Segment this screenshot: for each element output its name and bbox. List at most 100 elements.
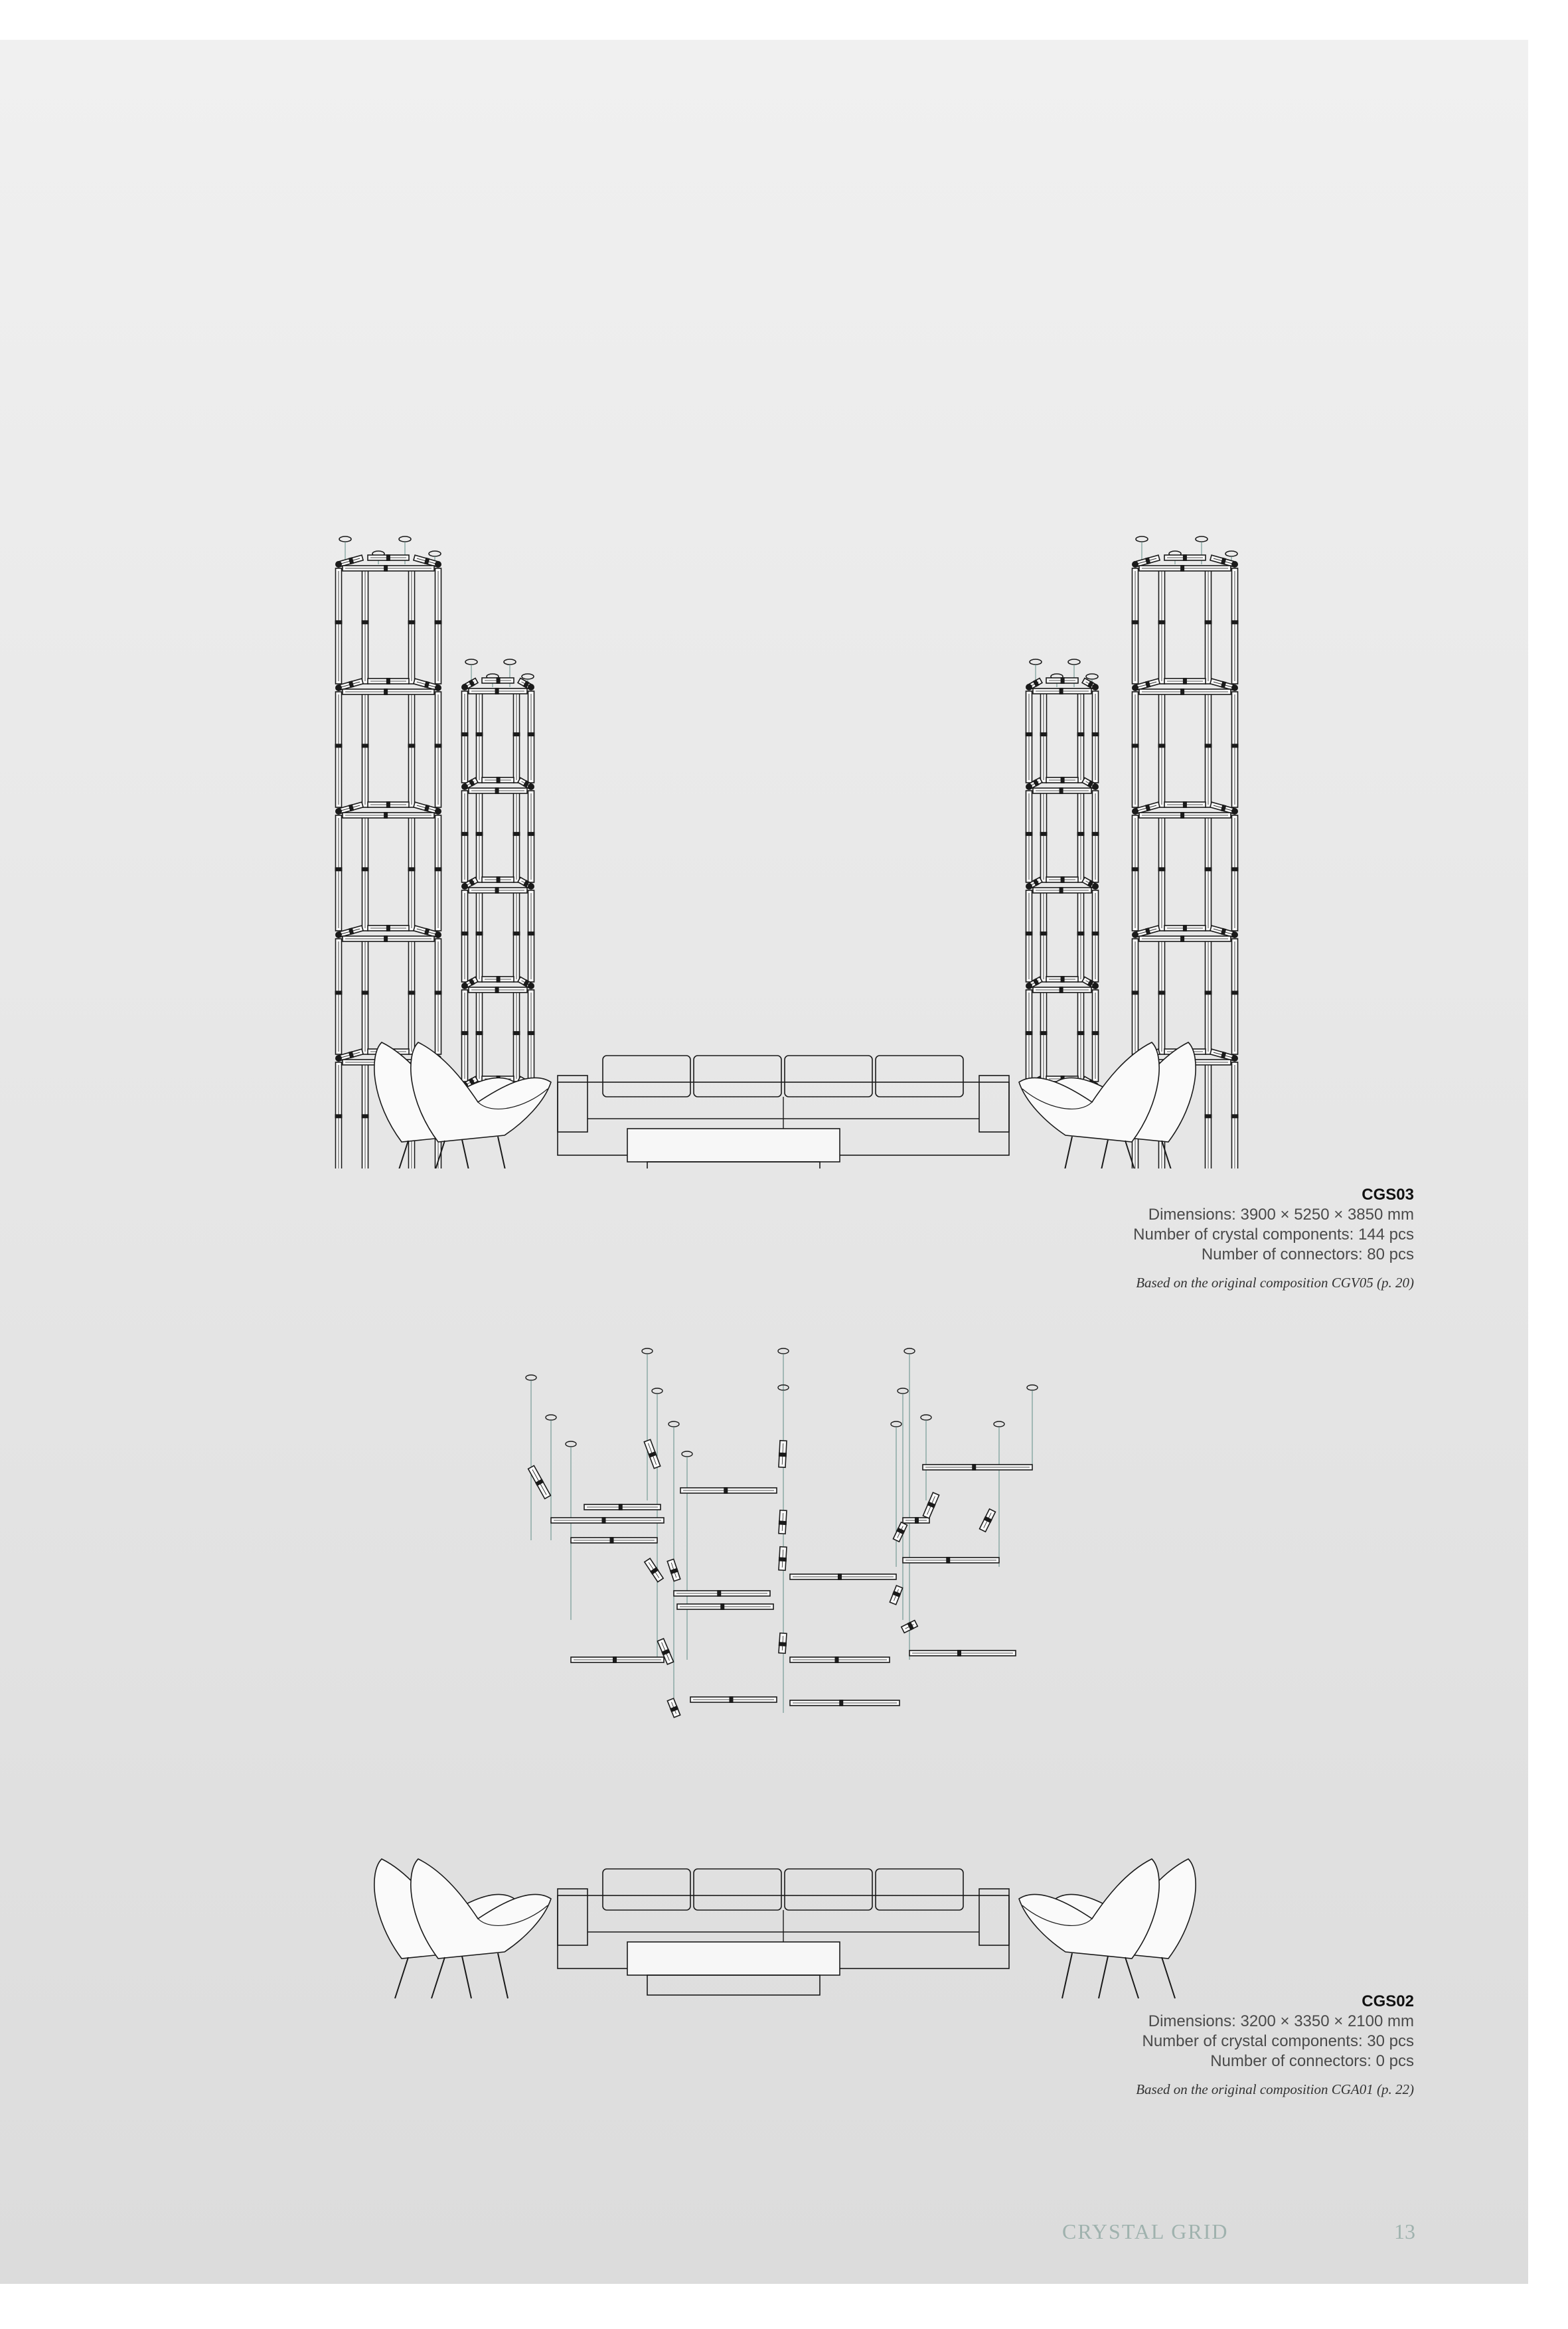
sofa-cushion [784,1868,873,1911]
ceiling-mount [565,1441,577,1447]
crystal-tube [1231,1062,1239,1168]
ceiling-mount [1026,1384,1038,1391]
sofa-illustration [557,1868,1010,1969]
footer-title: CRYSTAL GRID [1062,2219,1229,2243]
ceiling-mount [641,1348,653,1354]
connector [1092,783,1099,790]
sofa-cushion [602,1055,691,1097]
connector [1092,983,1099,989]
crystal-tube [337,801,364,815]
crystal-tube [1091,890,1099,983]
connector [1231,561,1238,568]
crystal-tube [1091,989,1099,1082]
short-tower-left [461,659,535,1093]
connector [1132,684,1138,691]
crystal-tube [1164,801,1206,808]
connector [528,684,534,690]
crystal-tube [481,677,514,684]
crystal-tube [335,938,343,1055]
crystal-tube [584,1504,661,1510]
crystal-tube [1025,890,1033,983]
crystal-tube [1077,890,1085,983]
crystal-tube [461,790,469,883]
crystal-tube [367,801,410,808]
sofa-arm [979,1888,1010,1946]
crystal-tube [1138,935,1231,942]
connector [1231,931,1238,938]
cgs02-spec: CGS02 Dimensions: 3200 × 3350 × 2100 mm … [817,1992,1414,2099]
crystal-tube [434,568,442,684]
crystal-tube [922,1491,940,1520]
crystal-tube [367,678,410,684]
crystal-tube [979,1508,996,1533]
connector [1231,1055,1238,1062]
connector [1132,561,1138,568]
crystal-tube [1204,815,1212,931]
ceiling-mount [903,1348,915,1354]
crystal-tube [335,568,343,684]
crystal-tube [1046,777,1079,783]
crystal-tube [900,1619,919,1634]
sofa-cushion [693,1055,782,1097]
armchair [1018,1858,1196,1999]
crystal-tube [342,935,435,942]
crystal-tube [512,690,520,783]
ceiling-mount [545,1414,557,1421]
crystal-tube [527,1465,552,1500]
crystal-tube [412,925,440,938]
cgs03-spec: CGS03 Dimensions: 3900 × 5250 × 3850 mm … [817,1185,1414,1293]
crystal-tube [909,1650,1016,1656]
connector [1026,883,1032,890]
sofa-cushion [693,1868,782,1911]
connector [435,561,441,568]
crystal-tube [434,691,442,808]
page-number: 13 [1394,2219,1415,2243]
crystal-tube [481,876,514,883]
crystal-tube [1032,787,1092,794]
sofa-cushion [784,1055,873,1097]
coffee-table-illustration [627,1941,840,1996]
connector [1231,808,1238,815]
crystal-tube [892,1521,908,1543]
original-composition-note: Based on the original composition CGA01 … [1136,2081,1414,2097]
crystal-tube [335,691,343,808]
crystal-tube [1025,690,1033,783]
sofa-arm [557,1075,588,1133]
connectors: Number of connectors: 0 pcs [1210,2052,1414,2070]
crystal-tube [408,568,416,684]
crystal-tube [335,815,343,931]
crystal-tube [1209,925,1237,938]
crystal-tube [1032,987,1092,993]
connector [435,808,441,815]
cgs03-drawing [335,536,1239,1168]
connector [461,883,468,890]
crystal-tube [1046,677,1079,684]
connector [1092,684,1099,690]
connector [1026,783,1032,790]
armchair-illustration-right [1018,1042,1196,1168]
page-footer: CRYSTAL GRID 13 [1062,2219,1415,2246]
crystal-tube [468,787,528,794]
connector [335,931,342,938]
crystal-tube [367,554,410,561]
crystal-tube [570,1656,665,1663]
coffee-table-illustration [627,1128,840,1168]
crystal-tube [481,777,514,783]
crystal-tube [468,688,528,694]
crystal-tube [342,688,435,695]
connector [1026,684,1032,690]
crystal-tube [1138,688,1231,695]
composition-code: CGS03 [1362,1186,1414,1204]
table-top-surface [627,1941,840,1976]
sofa-arm [979,1075,1010,1133]
composition-code: CGS02 [1362,1992,1414,2010]
crystal-tube [342,812,435,819]
table-base [647,1974,821,1996]
crystal-tube [1032,887,1092,894]
connector [1132,931,1138,938]
crystal-tube [434,938,442,1055]
ceiling-mount [920,1414,932,1421]
dimensions: Dimensions: 3900 × 5250 × 3850 mm [1148,1206,1414,1224]
crystal-tube [1040,989,1048,1082]
ceiling-mount [651,1388,663,1394]
